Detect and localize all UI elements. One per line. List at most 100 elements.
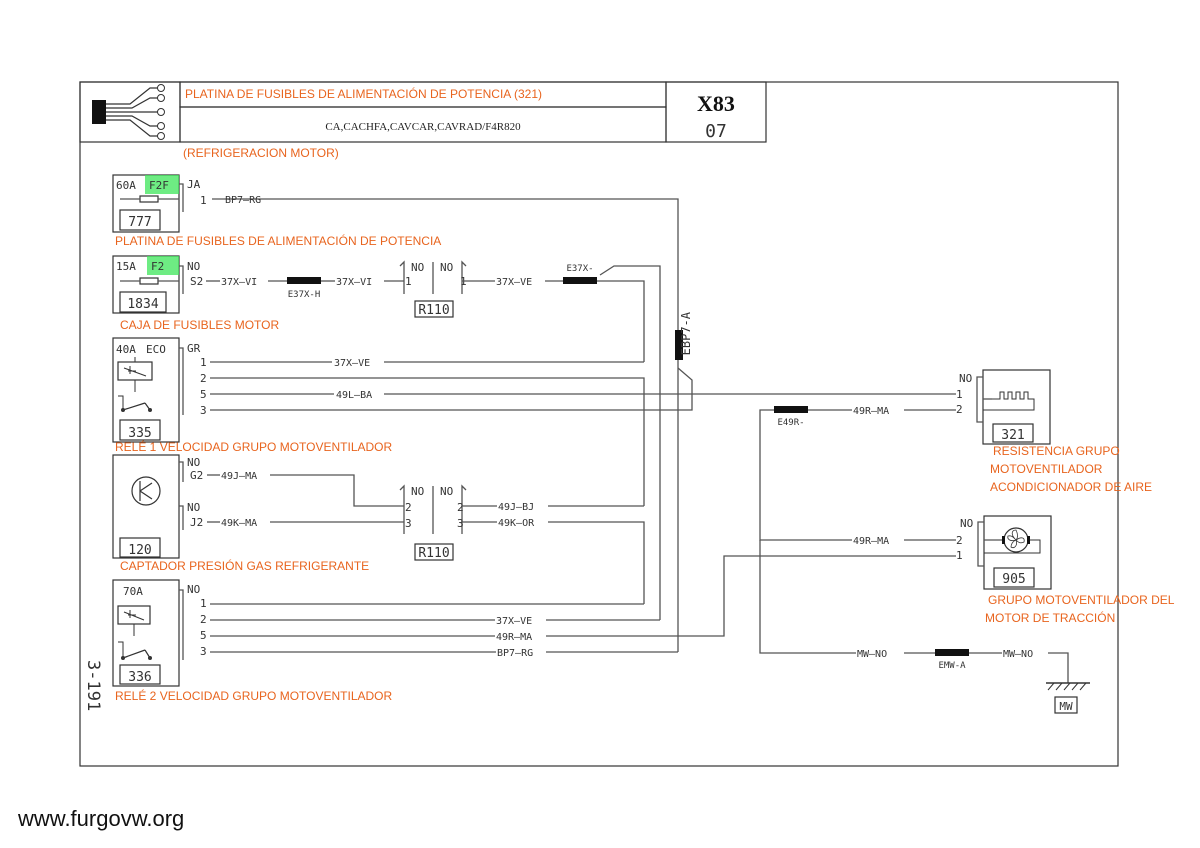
page-ref: 3-191 xyxy=(83,660,103,711)
component-label: CAPTADOR PRESIÓN GAS REFRIGERANTE xyxy=(120,558,369,573)
pin-label: NO xyxy=(960,517,973,530)
header-title: PLATINA DE FUSIBLES DE ALIMENTACIÓN DE P… xyxy=(185,86,542,101)
header-subtitle: (REFRIGERACION MOTOR) xyxy=(183,146,339,160)
component-label: GRUPO MOTOVENTILADOR DEL xyxy=(988,593,1175,607)
component-id: R110 xyxy=(418,546,449,561)
component-1834: 15A F2 1834 NO S2 CAJA DE FUSIBLES MOTOR xyxy=(112,255,279,332)
wire-label: 37X—VI xyxy=(221,277,257,288)
component-777: 60A F2F 777 JA 1 PLATINA DE FUSIBLES DE … xyxy=(112,174,441,248)
pin-label: 1 xyxy=(200,597,207,610)
pin-label: NO xyxy=(440,485,453,498)
wire-label: 37X—VE xyxy=(496,616,532,627)
pin-label: GR xyxy=(187,342,201,355)
component-label: MOTOVENTILADOR xyxy=(990,462,1103,476)
pin-label: 2 xyxy=(405,501,412,514)
component-id: 120 xyxy=(128,543,151,558)
fuse-rating: 60A xyxy=(116,179,136,192)
wire-label: 49J—BJ xyxy=(498,502,534,513)
component-label: MOTOR DE TRACCIÓN xyxy=(985,610,1115,625)
component-id: R110 xyxy=(418,303,449,318)
relay-rating: 40A xyxy=(116,343,136,356)
pin-label: S2 xyxy=(190,275,203,288)
connector-label: E37X- xyxy=(566,264,593,274)
fuse-icon xyxy=(139,277,159,285)
wire-label: 49R—MA xyxy=(853,536,889,547)
pin-label: 2 xyxy=(200,372,207,385)
connector-label: EBP7-A xyxy=(679,311,693,355)
wire-label: 37X—VE xyxy=(496,277,532,288)
resistor-icon xyxy=(983,391,1035,411)
pin-label: NO xyxy=(187,583,200,596)
relay-rating: 70A xyxy=(123,585,143,598)
wire-label: BP7—RG xyxy=(225,195,261,206)
pin-label: J2 xyxy=(190,516,203,529)
connector-e49r xyxy=(774,406,808,413)
wire-label: 49J—MA xyxy=(221,471,257,482)
relay-coil-icon xyxy=(117,605,152,660)
component-label: RELÉ 1 VELOCIDAD GRUPO MOTOVENTILADOR xyxy=(115,439,393,454)
fuse-highlight xyxy=(147,256,179,275)
watermark: www.furgovw.org xyxy=(17,806,184,831)
fan-motor-icon xyxy=(984,527,1041,554)
wire-label: 37X—VI xyxy=(336,277,372,288)
pin-label: 2 xyxy=(200,613,207,626)
connector-r110-upper: NO NO 1 1 R110 xyxy=(399,260,467,318)
header-sheet: 07 xyxy=(705,121,727,142)
component-id: 905 xyxy=(1002,572,1025,587)
pin-label: 3 xyxy=(405,517,412,530)
pin-label: JA xyxy=(187,178,201,191)
fuse-name: F2 xyxy=(151,260,164,273)
pin-label: NO xyxy=(440,261,453,274)
pin-label: 5 xyxy=(200,388,207,401)
pin-label: NO xyxy=(959,372,972,385)
wire-label: MW—NO xyxy=(857,649,887,660)
pin-label: 5 xyxy=(200,629,207,642)
connector-e37x-h xyxy=(287,277,321,284)
component-label: PLATINA DE FUSIBLES DE ALIMENTACIÓN DE P… xyxy=(115,233,441,248)
connector-emw-a xyxy=(935,649,969,656)
relay-type: ECO xyxy=(146,343,166,356)
connector-logo-icon xyxy=(92,84,165,140)
wire-label: 49R—MA xyxy=(853,406,889,417)
header-block: PLATINA DE FUSIBLES DE ALIMENTACIÓN DE P… xyxy=(79,81,767,160)
wires: BP7—RG 37X—VI E37X-H 37X—VI 37X—VE E37X-… xyxy=(206,195,1033,671)
pin-label: 1 xyxy=(956,549,963,562)
header-versions: CA,CACHFA,CAVCAR,CAVRAD/F4R820 xyxy=(325,121,521,133)
fuse-rating: 15A xyxy=(116,260,136,273)
fuse-name: F2F xyxy=(149,179,169,192)
connector-ebp7-a xyxy=(675,330,683,360)
wire-label: 37X—VE xyxy=(334,358,370,369)
fuse-icon xyxy=(139,195,159,203)
pin-label: NO xyxy=(187,260,200,273)
connector-label: EMW-A xyxy=(938,661,966,671)
component-321: 321 NO 1 2 RESISTENCIA GRUPO MOTOVENTILA… xyxy=(956,369,1152,494)
relay-coil-icon xyxy=(117,357,153,412)
wire-label: BP7—RG xyxy=(497,648,533,659)
component-label: CAJA DE FUSIBLES MOTOR xyxy=(120,318,279,332)
wire-label: MW—NO xyxy=(1003,649,1033,660)
component-id: 321 xyxy=(1001,428,1024,443)
component-120: 120 NO G2 NO J2 CAPTADOR PRESIÓN GAS REF… xyxy=(112,454,369,573)
component-id: MW xyxy=(1059,700,1073,713)
fuse-highlight xyxy=(145,175,179,194)
pin-label: 1 xyxy=(956,388,963,401)
pin-label: 3 xyxy=(200,645,207,658)
pin-label: 2 xyxy=(956,403,963,416)
pin-label: G2 xyxy=(190,469,203,482)
pin-label: 2 xyxy=(457,501,464,514)
connector-label: E49R- xyxy=(777,418,804,428)
connector-label: E37X-H xyxy=(288,290,321,300)
pin-label: 3 xyxy=(457,517,464,530)
component-id: 335 xyxy=(128,426,151,441)
pin-label: 1 xyxy=(200,356,207,369)
pin-label: 2 xyxy=(956,534,963,547)
connector-e37x xyxy=(563,277,597,284)
pin-label: 3 xyxy=(200,404,207,417)
ground-mw: MW xyxy=(1046,652,1090,714)
pin-label: NO xyxy=(187,456,200,469)
component-335: 40A ECO 335 GR 1 2 5 3 RELÉ 1 VELOCIDAD … xyxy=(112,337,393,454)
component-id: 777 xyxy=(128,215,151,230)
pressure-sensor-icon xyxy=(131,476,161,506)
component-905: 905 NO 2 1 GRUPO MOTOVENTILADOR DEL MOTO… xyxy=(956,515,1175,625)
